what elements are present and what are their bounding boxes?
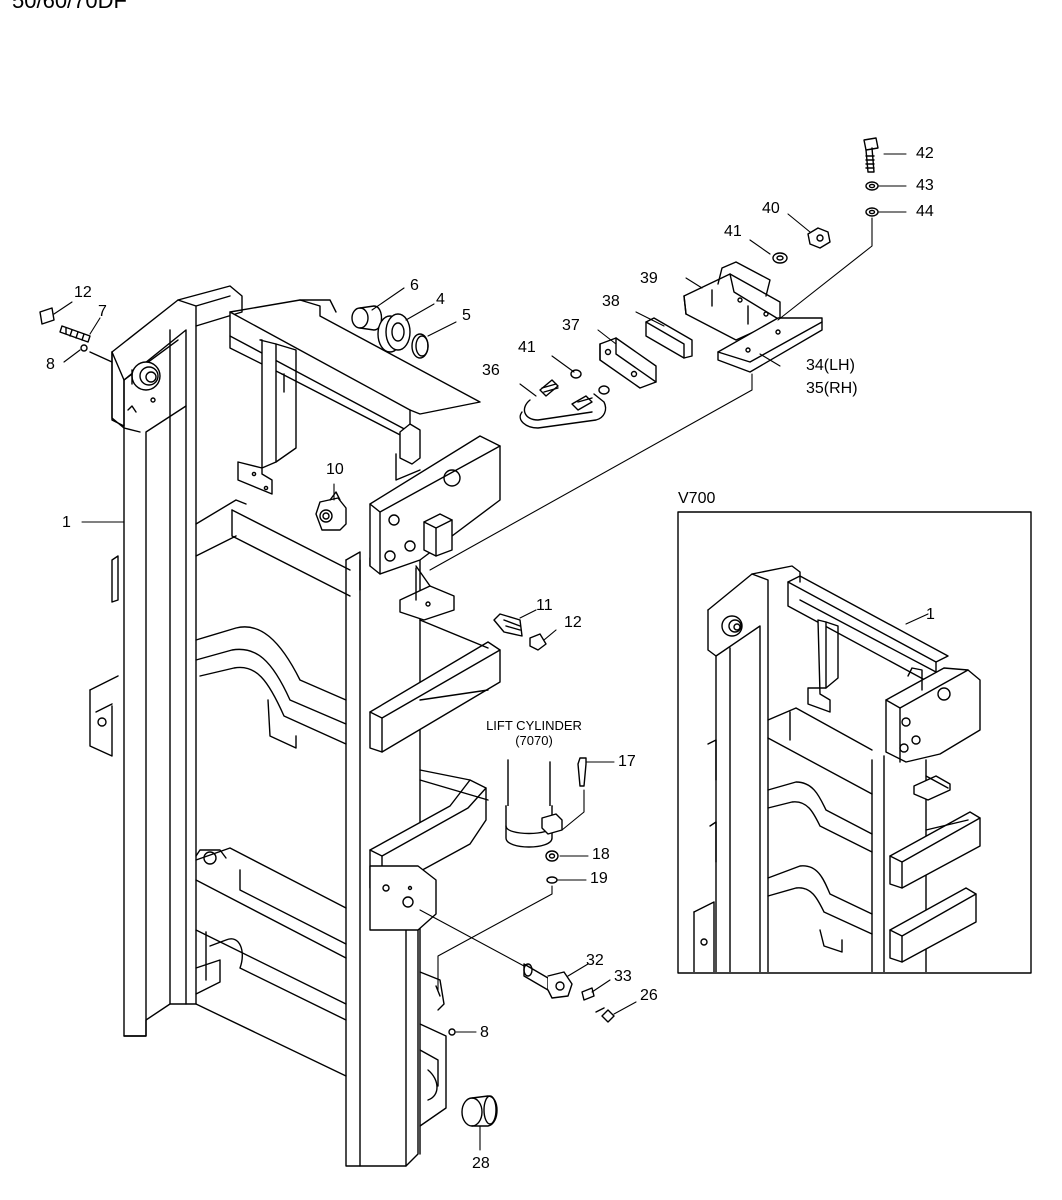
- document-title: 50/60/70DF: [12, 0, 127, 13]
- callout-19: 19: [590, 870, 608, 887]
- callout-8-lower: 8: [480, 1024, 489, 1041]
- callout-12-lower: 12: [564, 614, 582, 631]
- callout-8-upper: 8: [46, 356, 55, 373]
- fastener-parts-left: [40, 308, 112, 362]
- screw-8b: [449, 1029, 455, 1035]
- callout-1: 1: [62, 514, 71, 531]
- callout-41-upper: 41: [724, 223, 742, 240]
- callout-10: 10: [326, 461, 344, 478]
- pin-group: [524, 964, 614, 1022]
- callout-1-inset: 1: [926, 606, 935, 623]
- callout-17: 17: [618, 753, 636, 770]
- lift-cylinder-group: [506, 758, 586, 883]
- bearing-set: [352, 306, 428, 358]
- v700-inset: [678, 512, 1031, 973]
- callout-5: 5: [462, 307, 471, 324]
- callout-42: 42: [916, 145, 934, 162]
- bushing-28: [462, 1096, 497, 1126]
- callout-44: 44: [916, 203, 934, 220]
- callout-26: 26: [640, 987, 658, 1004]
- callout-38: 38: [602, 293, 620, 310]
- callout-12-upper: 12: [74, 284, 92, 301]
- leader-lines: [54, 154, 906, 1150]
- outer-mast-left-rail: [112, 286, 242, 1036]
- callout-39: 39: [640, 270, 658, 287]
- callout-4: 4: [436, 291, 445, 308]
- inset-title: V700: [678, 490, 716, 507]
- callout-37: 37: [562, 317, 580, 334]
- inset-frame: [678, 512, 1031, 973]
- roller-10: [316, 492, 346, 530]
- callout-18: 18: [592, 846, 610, 863]
- lift-cylinder-note-line2: (7070): [515, 733, 553, 748]
- callout-33: 33: [614, 968, 632, 985]
- inner-carriage: [90, 556, 488, 1076]
- callout-32: 32: [586, 952, 604, 969]
- callout-34-lh: 34(LH): [806, 357, 855, 374]
- callout-28: 28: [472, 1155, 490, 1172]
- lift-cylinder-note-line1: LIFT CYLINDER: [486, 718, 582, 733]
- callout-6: 6: [410, 277, 419, 294]
- callout-7: 7: [98, 303, 107, 320]
- outer-mast-top-crossmember: [196, 300, 480, 596]
- inner-mast-right-rail: [346, 424, 500, 1166]
- callout-11: 11: [536, 597, 553, 614]
- callout-41-lower: 41: [518, 339, 536, 356]
- fastener-parts-11-12: [494, 614, 546, 650]
- callout-43: 43: [916, 177, 934, 194]
- callout-40: 40: [762, 200, 780, 217]
- chain-anchor-parts: [520, 138, 878, 428]
- callout-35-rh: 35(RH): [806, 380, 858, 397]
- callout-36: 36: [482, 362, 500, 379]
